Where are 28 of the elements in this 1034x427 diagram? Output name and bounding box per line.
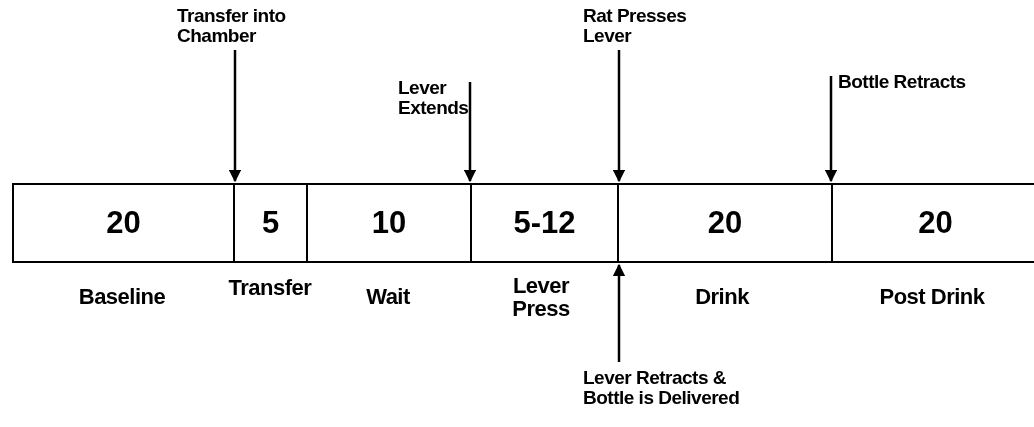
phase-label: Post Drink	[878, 285, 986, 308]
arrow	[228, 50, 242, 183]
event-label: Rat Presses Lever	[583, 6, 703, 46]
arrow	[612, 263, 626, 362]
duration-value: 20	[918, 205, 953, 241]
arrow	[824, 76, 838, 183]
event-label: Transfer into Chamber	[177, 6, 327, 46]
event-label: Bottle Retracts	[838, 72, 1018, 92]
arrow	[612, 50, 626, 183]
phase-label: Lever Press	[511, 274, 571, 320]
duration-value: 5-12	[513, 205, 576, 241]
timeline-segment	[470, 183, 619, 263]
duration-value: 5	[261, 205, 280, 241]
timeline-segment	[306, 183, 472, 263]
phase-label: Transfer	[227, 276, 313, 299]
duration-value: 20	[106, 205, 141, 241]
event-label: Lever Retracts & Bottle is Delivered	[583, 368, 758, 408]
phase-label: Drink	[694, 285, 751, 308]
duration-value: 10	[371, 205, 407, 241]
duration-value: 20	[707, 205, 743, 241]
timeline-segment	[831, 183, 1034, 263]
timeline-segment	[233, 183, 308, 263]
phase-label: Baseline	[77, 285, 167, 308]
event-label: Lever Extends	[398, 78, 466, 118]
phase-label: Wait	[365, 285, 411, 308]
timeline-segment	[617, 183, 833, 263]
arrow	[463, 82, 477, 183]
timeline-segment	[12, 183, 235, 263]
